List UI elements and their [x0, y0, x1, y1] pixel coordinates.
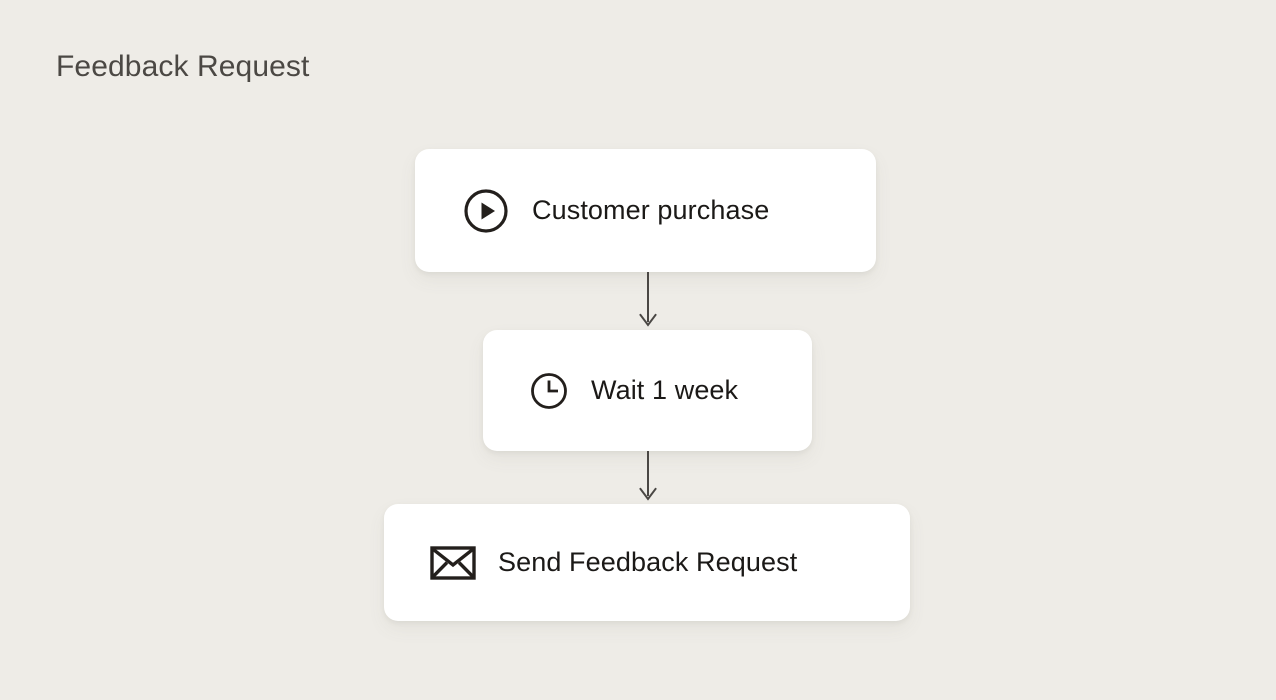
flow-node-label: Send Feedback Request — [498, 547, 798, 577]
node-content: Send Feedback Request — [430, 543, 797, 583]
flow-connector-arrow-down — [628, 272, 668, 330]
node-content: Customer purchase — [462, 187, 769, 235]
page-title: Feedback Request — [56, 50, 310, 83]
flow-node-trigger[interactable]: Customer purchase — [415, 149, 876, 272]
clock-icon — [529, 371, 569, 411]
flow-node-delay[interactable]: Wait 1 week — [483, 330, 812, 451]
play-circle-icon — [462, 187, 510, 235]
flow-node-label: Customer purchase — [532, 195, 770, 225]
flow-node-action[interactable]: Send Feedback Request — [384, 504, 910, 621]
envelope-icon — [430, 543, 476, 583]
flow-node-label: Wait 1 week — [591, 375, 739, 405]
node-content: Wait 1 week — [529, 371, 738, 411]
flow-connector-arrow-down — [628, 451, 668, 504]
